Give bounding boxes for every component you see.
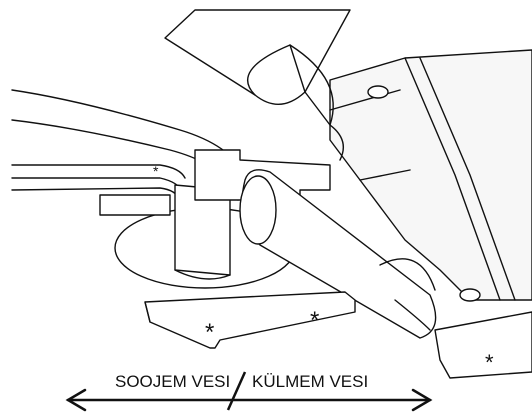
left-arrowhead — [65, 388, 87, 412]
asterisk-icon: * — [205, 319, 214, 346]
cold-water-label: KÜLMEM VESI — [252, 372, 368, 391]
bottom-flange: * * — [144, 291, 356, 349]
asterisk-icon: * — [485, 350, 494, 375]
asterisk-icon: * — [153, 163, 159, 179]
bolt-hole — [459, 288, 481, 302]
upper-cylinder — [164, 9, 351, 161]
right-arrowhead — [411, 388, 433, 412]
divider-slash — [226, 371, 247, 411]
warm-water-label: SOOJEM VESI — [115, 372, 230, 391]
right-bottom-plate: * — [434, 311, 532, 379]
bolt-hole — [367, 85, 389, 99]
lower-cylinder — [239, 169, 437, 339]
asterisk-icon: * — [310, 307, 319, 334]
flow-arrow — [65, 388, 433, 412]
right-bracket-plate — [329, 49, 532, 302]
